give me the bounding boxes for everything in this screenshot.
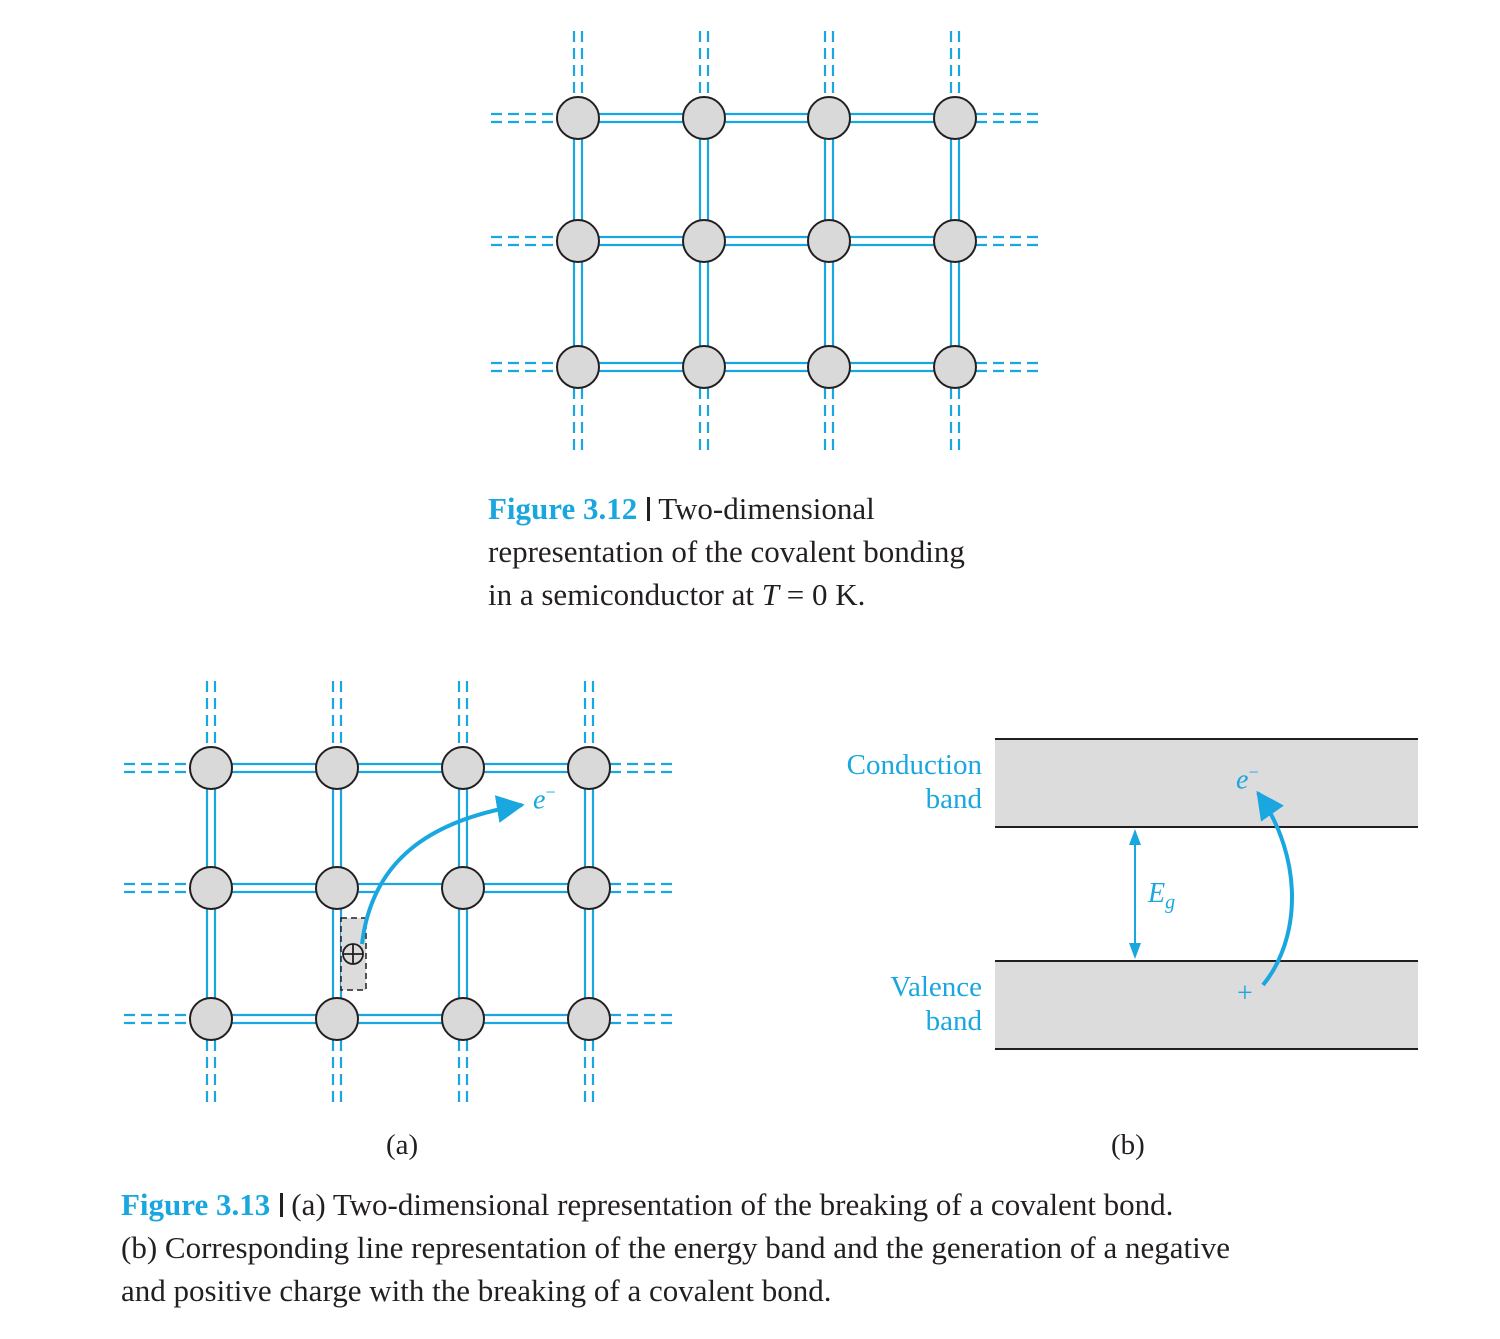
caption-line-3-pre: in a semiconductor at: [488, 577, 762, 612]
atom-circle: [682, 96, 726, 140]
atom-circle: [933, 96, 977, 140]
atom-circle: [556, 345, 600, 389]
atom-circle: [567, 997, 611, 1041]
atom-circle: [315, 746, 359, 790]
lattice-top: [491, 31, 1042, 454]
temperature-variable: T: [761, 577, 779, 612]
atom-circle: [567, 866, 611, 910]
hole-symbol-icon: [342, 943, 364, 965]
atom-circle: [682, 345, 726, 389]
caption-line-3: and positive charge with the breaking of…: [121, 1273, 832, 1308]
atom-circle: [682, 219, 726, 263]
lattice-broken-bond: [124, 681, 676, 1106]
atom-circle: [807, 345, 851, 389]
hole-plus-label: +: [1237, 978, 1253, 1009]
figure-3-12-caption: Figure 3.12 Two-dimensional representatio…: [488, 487, 965, 616]
figure-3-13-caption: Figure 3.13 (a) Two-dimensional represent…: [121, 1183, 1230, 1312]
caption-line-1: Two-dimensional: [658, 491, 875, 526]
caption-line-1: (a) Two-dimensional representation of th…: [291, 1187, 1174, 1222]
atom-circle: [933, 345, 977, 389]
electron-path-arrow: [360, 795, 525, 945]
atom-circle: [189, 997, 233, 1041]
conduction-band: [995, 739, 1418, 827]
electron-label-a: e−: [533, 782, 556, 816]
band-gap-label: Eg: [1148, 878, 1176, 914]
figure-3-12-number: Figure 3.12: [488, 491, 638, 526]
atom-circle: [807, 96, 851, 140]
caption-line-2: (b) Corresponding line representation of…: [121, 1230, 1231, 1265]
valence-band: [995, 961, 1418, 1049]
excitation-arrow: [1256, 790, 1294, 987]
atom-circle: [556, 219, 600, 263]
atom-circle: [189, 866, 233, 910]
atom-circle: [441, 997, 485, 1041]
atom-circle: [315, 997, 359, 1041]
caption-line-2: representation of the covalent bonding: [488, 534, 965, 569]
figure-3-13-number: Figure 3.13: [121, 1187, 271, 1222]
atom-circle: [441, 746, 485, 790]
electron-label-b: e−: [1236, 762, 1259, 796]
caption-line-3-post: = 0 K.: [779, 577, 866, 612]
panel-a-label: (a): [386, 1129, 419, 1161]
panel-b-label: (b): [1111, 1129, 1145, 1161]
atom-circle: [933, 219, 977, 263]
atom-circle: [567, 746, 611, 790]
atom-circle: [315, 866, 359, 910]
band-gap-arrow: [1129, 829, 1141, 959]
atom-circle: [441, 866, 485, 910]
atom-circle: [556, 96, 600, 140]
atom-circle: [807, 219, 851, 263]
atom-circle: [189, 746, 233, 790]
